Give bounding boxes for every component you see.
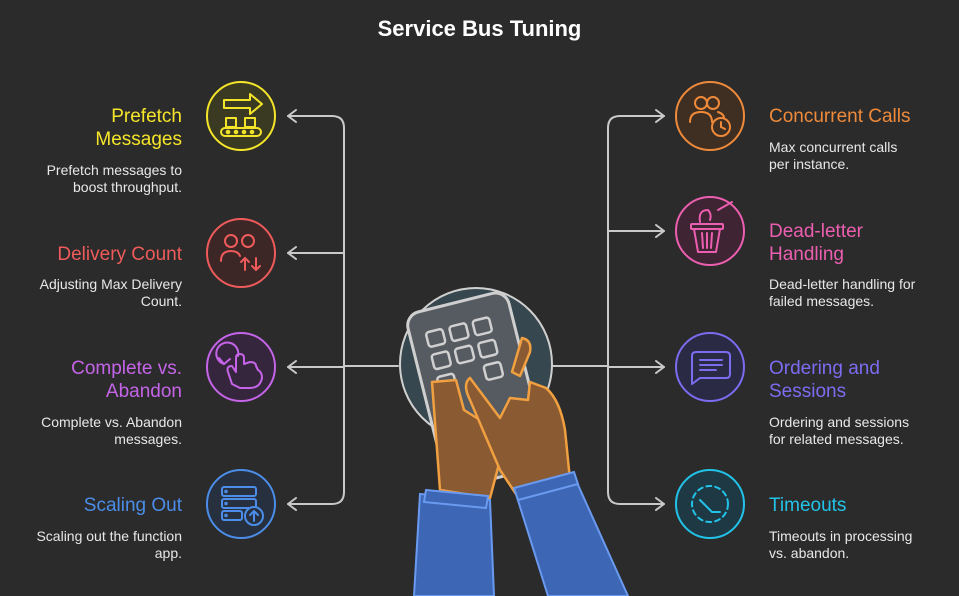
timeouts-desc-line-1: Timeouts in processing (769, 528, 913, 544)
deadletter-icon-circle (675, 196, 745, 266)
ordering-description: Ordering and sessions for related messag… (769, 414, 909, 448)
sleeves-illustration (412, 470, 630, 596)
prefetch-title-line-1: Prefetch (111, 106, 182, 127)
deadletter-title-line-1: Dead-letter (769, 221, 863, 242)
timeouts-title: Timeouts (769, 494, 846, 517)
delivery-desc-line-2: Count. (140, 293, 182, 309)
prefetch-title-line-2: Messages (95, 129, 182, 150)
delivery-title-line-1: Delivery Count (57, 244, 182, 265)
ordering-desc-line-1: Ordering and sessions (769, 414, 910, 430)
concurrent-icon-circle (675, 81, 745, 151)
timeouts-description: Timeouts in processing vs. abandon. (769, 528, 912, 562)
timeouts-icon-circle (675, 469, 745, 539)
ordering-icon-circle (675, 332, 745, 402)
deadletter-title-line-2: Handling (769, 244, 844, 265)
concurrent-description: Max concurrent calls per instance. (769, 139, 897, 173)
scaling-title: Scaling Out (84, 494, 182, 517)
delivery-desc-line-1: Adjusting Max Delivery (39, 276, 182, 292)
prefetch-icon-circle (206, 81, 276, 151)
timeouts-desc-line-2: vs. abandon. (769, 545, 850, 561)
deadletter-description: Dead-letter handling for failed messages… (769, 276, 915, 310)
prefetch-description: Prefetch messages to boost throughput. (47, 162, 182, 196)
prefetch-title: Prefetch Messages (95, 105, 182, 151)
timer-icon (691, 485, 729, 523)
prefetch-desc-line-2: boost throughput. (73, 179, 182, 195)
users-clock-icon (689, 96, 731, 137)
hand-refresh-icon (215, 341, 263, 389)
message-lines-icon (691, 351, 731, 385)
scaling-title-line-1: Scaling Out (83, 495, 182, 516)
deadletter-desc-line-1: Dead-letter handling for (769, 276, 916, 292)
concurrent-desc-line-2: per instance. (769, 156, 850, 172)
delivery-description: Adjusting Max Delivery Count. (40, 276, 182, 310)
connector-lines (287, 109, 665, 511)
scaling-desc-line-2: app. (154, 545, 182, 561)
prefetch-desc-line-1: Prefetch messages to (46, 162, 182, 178)
deadletter-title: Dead-letter Handling (769, 220, 863, 266)
complete-icon-circle (206, 332, 276, 402)
complete-desc-line-1: Complete vs. Abandon (41, 414, 182, 430)
concurrent-title-line-1: Concurrent Calls (769, 106, 911, 127)
ordering-title-line-1: Ordering and (769, 358, 880, 379)
server-upload-icon (221, 486, 264, 526)
complete-title-line-2: Abandon (105, 381, 182, 402)
complete-desc-line-2: messages. (114, 431, 182, 447)
timeouts-title-line-1: Timeouts (769, 495, 847, 516)
delivery-title: Delivery Count (57, 243, 182, 266)
complete-title: Complete vs. Abandon (71, 357, 182, 403)
complete-title-line-1: Complete vs. (71, 358, 182, 379)
scaling-icon-circle (206, 469, 276, 539)
concurrent-title: Concurrent Calls (769, 105, 911, 128)
ordering-desc-line-2: for related messages. (769, 431, 904, 447)
concurrent-desc-line-1: Max concurrent calls (769, 139, 898, 155)
conveyor-arrow-icon (220, 93, 263, 137)
scaling-desc-line-1: Scaling out the function (36, 528, 182, 544)
delivery-icon-circle (206, 218, 276, 288)
trash-basket-icon (690, 201, 733, 253)
deadletter-desc-line-2: failed messages. (769, 293, 875, 309)
complete-description: Complete vs. Abandon messages. (41, 414, 182, 448)
ordering-title-line-2: Sessions (769, 381, 847, 402)
page-title: Service Bus Tuning (377, 16, 582, 41)
users-transfer-icon (220, 234, 261, 272)
scaling-description: Scaling out the function app. (36, 528, 182, 562)
ordering-title: Ordering and Sessions (769, 357, 880, 403)
